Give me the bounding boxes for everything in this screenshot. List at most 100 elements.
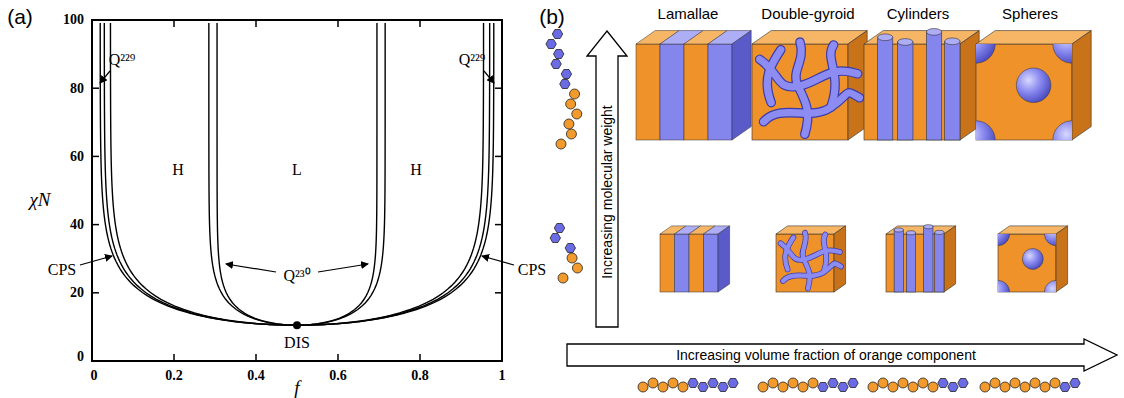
- drawing-part: [976, 44, 1072, 140]
- drawing-part: [998, 226, 1068, 234]
- tick-label: 100: [63, 12, 84, 27]
- drawing-part: [1044, 280, 1056, 292]
- drawing-part: [668, 378, 678, 388]
- drawing-part: [888, 382, 898, 392]
- tick-label: 40: [70, 217, 84, 232]
- drawing-part: [1072, 31, 1091, 140]
- tick: [92, 360, 99, 362]
- drawing-part: [877, 37, 892, 140]
- tick-label: 0.2: [165, 368, 183, 383]
- morphology-heading: Double-gyroid: [761, 6, 854, 23]
- drawing-part: [818, 383, 828, 392]
- drawing-part: [570, 89, 580, 99]
- drawing-part: [767, 50, 781, 103]
- gyroid-cube: [776, 226, 846, 292]
- cylinders-cube: [864, 29, 979, 140]
- drawing-part: [824, 235, 827, 273]
- drawing-part: [636, 44, 660, 140]
- phase-label: Q²³⁰: [283, 267, 310, 285]
- drawing-part: [785, 237, 793, 269]
- drawing-part: [1022, 249, 1043, 270]
- drawing-part: [877, 34, 892, 41]
- cylinders-cube: [886, 225, 956, 292]
- drawing-part: [764, 93, 860, 122]
- drawing-part: [976, 31, 1091, 44]
- tick: [419, 354, 421, 361]
- critical-point: [293, 321, 301, 329]
- drawing-part: [1030, 378, 1040, 388]
- tick: [173, 20, 175, 27]
- drawing-part: [838, 383, 848, 392]
- drawing-part: [552, 30, 562, 39]
- drawing-part: [788, 378, 798, 388]
- drawing-part: [976, 44, 1072, 140]
- tick: [92, 156, 99, 158]
- drawing-part: [998, 234, 1056, 292]
- drawing-part: [976, 44, 995, 63]
- drawing-part: [718, 383, 728, 392]
- tick-label: 1: [499, 368, 506, 383]
- lamellae-cube: [660, 226, 730, 292]
- drawing-part: [764, 93, 860, 122]
- tick-label: 20: [70, 285, 84, 300]
- tick-label: 0.8: [411, 368, 429, 383]
- drawing-part: [908, 382, 918, 392]
- drawing-part: [980, 382, 990, 392]
- phase-label: H: [410, 161, 422, 179]
- drawing-part: [660, 234, 675, 292]
- drawing-part: [675, 234, 690, 292]
- drawing-part: [798, 382, 808, 392]
- drawing-part: [828, 379, 838, 388]
- drawing-part: [1000, 382, 1010, 392]
- drawing-part: [938, 379, 948, 388]
- tick-label: 60: [70, 149, 84, 164]
- phase-boundary: [297, 23, 484, 325]
- tick: [255, 20, 257, 27]
- arrow-box: Increasing molecular weight: [586, 30, 628, 328]
- drawing-part: [1010, 378, 1020, 388]
- drawing-part: [678, 382, 688, 392]
- drawing-part: [704, 234, 719, 292]
- gyroid-cube: [752, 31, 867, 140]
- drawing-part: [551, 60, 561, 69]
- tick: [501, 354, 503, 361]
- drawing-part: [808, 378, 818, 388]
- drawing-part: [560, 80, 570, 89]
- drawing-part: [848, 379, 858, 388]
- drawing-part: [945, 41, 960, 140]
- tick: [92, 87, 99, 89]
- drawing-part: [566, 129, 576, 139]
- tick: [495, 224, 502, 226]
- tick-label: 0.4: [247, 368, 265, 383]
- drawing-part: [924, 227, 933, 292]
- drawing-part: [564, 119, 574, 129]
- polymer-chain: [758, 378, 858, 392]
- drawing-part: [728, 379, 738, 388]
- phase-boundary: [100, 23, 297, 325]
- phase-plot: [80, 20, 514, 361]
- drawing-part: [898, 378, 908, 388]
- drawing-part: [732, 31, 751, 140]
- tick: [495, 87, 502, 89]
- drawing-part: [944, 226, 956, 292]
- drawing-part: [1016, 68, 1051, 103]
- drawing-part: [783, 263, 841, 281]
- drawing-part: [1040, 382, 1050, 392]
- leader-arrow: [226, 264, 276, 272]
- drawing-part: [760, 42, 860, 134]
- drawing-part: [918, 378, 928, 388]
- tick-label: 0: [91, 368, 98, 383]
- leader-arrow: [100, 71, 110, 83]
- drawing-part: [567, 253, 577, 263]
- drawing-part: [906, 231, 915, 235]
- drawing-part: [708, 379, 718, 388]
- drawing-part: [638, 382, 648, 392]
- phase-label: DIS: [284, 334, 310, 352]
- leader-arrow: [482, 256, 514, 265]
- tick: [92, 19, 99, 21]
- drawing-part: [565, 244, 575, 253]
- panel-letter: (a): [7, 5, 33, 28]
- morphology-heading: Spheres: [1002, 6, 1058, 23]
- drawing-part: [924, 225, 933, 229]
- drawing-part: [998, 234, 1056, 292]
